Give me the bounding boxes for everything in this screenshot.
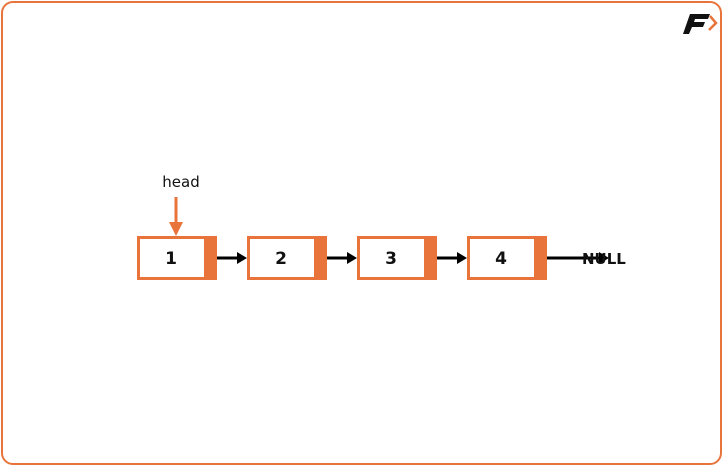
list-node: 4 (467, 236, 547, 280)
head-pointer-arrow (169, 197, 183, 236)
list-node: 3 (357, 236, 437, 280)
next-arrow (217, 252, 247, 264)
node-value: 3 (385, 249, 397, 269)
node-data-box (137, 236, 217, 280)
node-value: 2 (275, 249, 287, 269)
list-node: 2 (247, 236, 327, 280)
head-label: head (162, 173, 199, 191)
node-next-pointer (534, 236, 546, 280)
next-arrow (437, 252, 467, 264)
node-next-pointer (314, 236, 326, 280)
node-value: 4 (495, 249, 507, 269)
logo (683, 14, 718, 34)
node-data-box (357, 236, 437, 280)
node-next-pointer (204, 236, 216, 280)
node-data-box (247, 236, 327, 280)
list-node: 1 (137, 236, 217, 280)
node-value: 1 (165, 249, 177, 269)
node-next-pointer (424, 236, 436, 280)
next-arrow (327, 252, 357, 264)
null-label: NULL (582, 250, 626, 268)
node-data-box (467, 236, 547, 280)
next-arrow (547, 252, 609, 264)
